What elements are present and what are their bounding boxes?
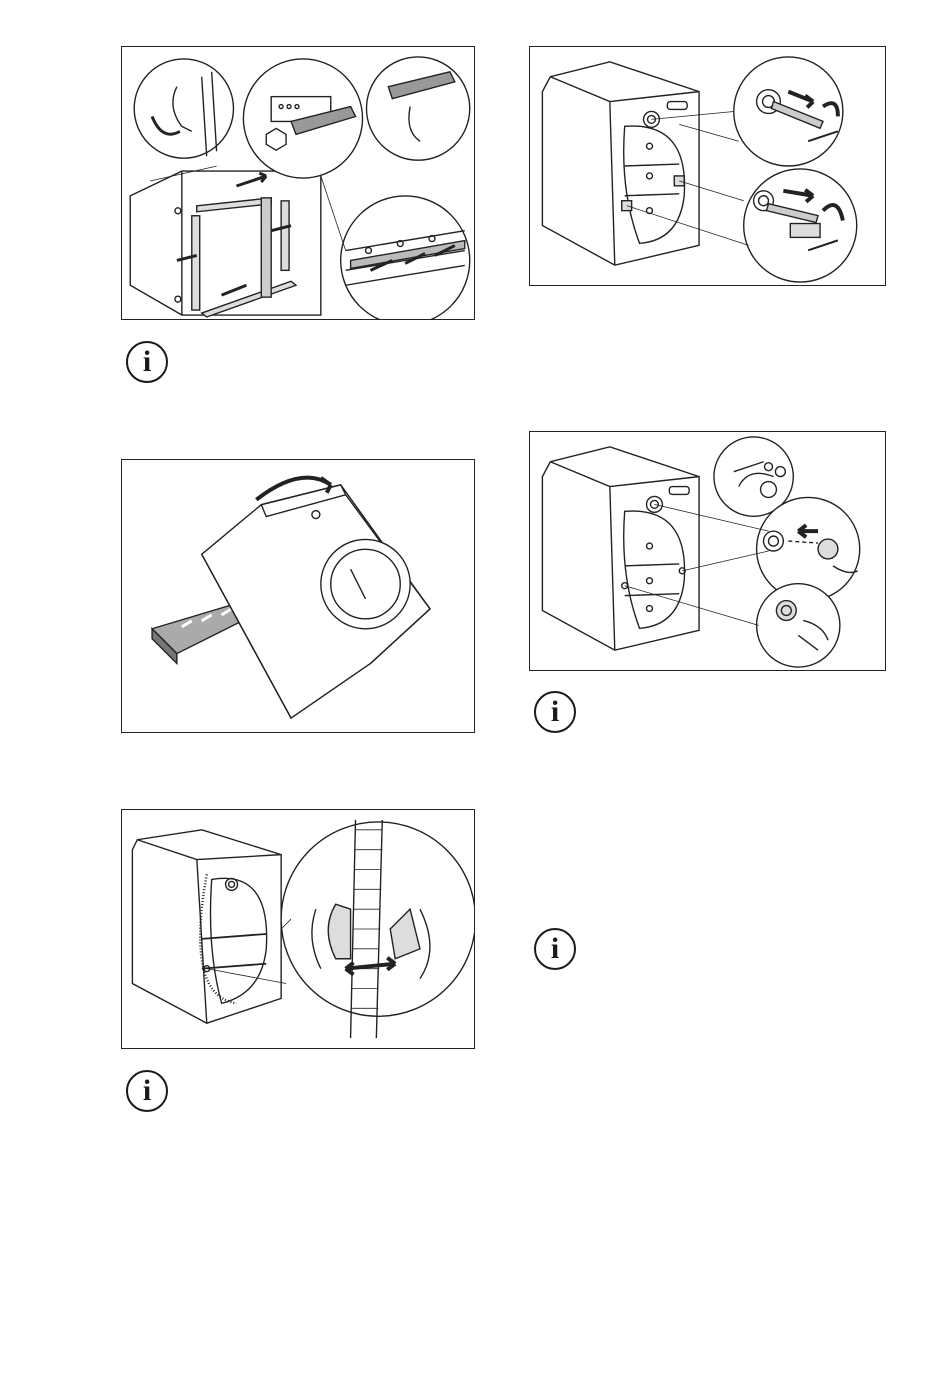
figure-tilt-appliance bbox=[121, 459, 475, 733]
info-icon-1: i bbox=[126, 341, 168, 383]
hose-clip-illustration bbox=[122, 810, 474, 1048]
figure-remove-rear-bolts bbox=[529, 46, 886, 286]
figure-insert-plastic-caps bbox=[529, 431, 886, 671]
info-icon-3: i bbox=[126, 1070, 168, 1112]
info-icon-2: i bbox=[534, 691, 576, 733]
figure-remove-transit-strips bbox=[121, 46, 475, 320]
plastic-caps-illustration bbox=[530, 432, 885, 670]
rear-bolts-illustration bbox=[530, 47, 885, 285]
figure-release-hose bbox=[121, 809, 475, 1049]
tilt-appliance-illustration bbox=[122, 460, 474, 732]
transit-strips-illustration bbox=[122, 47, 474, 319]
info-icon-4: i bbox=[534, 928, 576, 970]
